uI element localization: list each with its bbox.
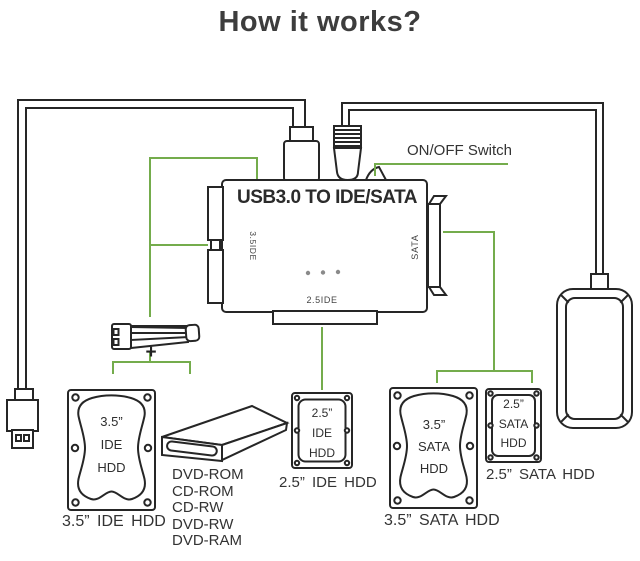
- hdd-25-ide-caption: 2.5” IDE HDD: [279, 474, 377, 491]
- optical-type-item: DVD-RW: [172, 515, 234, 533]
- connection-lines: [112, 157, 533, 390]
- hdd-25-sata-caption: 2.5” SATA HDD: [486, 466, 595, 483]
- hdd-size-text: 3.5”: [422, 417, 446, 432]
- hdd-25-ide-text: 2.5” IDE HDD: [292, 403, 352, 463]
- ide-35-port-label: 3.5IDE: [248, 231, 258, 261]
- hdd-35-sata-caption: 3.5” SATA HDD: [384, 512, 500, 529]
- ide-25-port-label: 2.5IDE: [306, 295, 338, 305]
- onoff-switch-label: ON/OFF Switch: [407, 142, 513, 159]
- hdd-35-ide-caption: 3.5” IDE HDD: [62, 513, 166, 530]
- optical-type-item: CD-RW: [172, 499, 224, 516]
- usb-b-plug-icon: [283, 126, 320, 182]
- optical-type-item: DVD-RAM: [172, 532, 242, 549]
- hdd-size-text: 2.5”: [311, 406, 333, 420]
- dvd-drive-icon: [161, 404, 290, 463]
- sata-port-icon: [427, 195, 448, 296]
- status-led-dots: [305, 269, 341, 276]
- optical-type-item: CD-ROM: [172, 482, 234, 500]
- hdd-type-text: HDD: [309, 446, 335, 460]
- ide-connection-line: [149, 157, 258, 317]
- hdd-bus-text: SATA: [498, 416, 529, 431]
- hdd-bus-text: IDE: [100, 437, 123, 452]
- hdd-type-text: HDD: [419, 461, 449, 476]
- ide-35-port-icon: [207, 186, 224, 304]
- hdd-type-text: HDD: [500, 436, 527, 450]
- hdd-35-ide-text: 3.5” IDE HDD: [68, 410, 155, 479]
- sata-connection-line: [436, 231, 533, 383]
- ide-devices-bracket: [112, 352, 191, 374]
- hdd-25-sata-text: 2.5” SATA HDD: [486, 395, 541, 454]
- molex-power-cable-icon: [111, 323, 201, 350]
- hdd-type-text: HDD: [97, 460, 126, 475]
- power-cable: [341, 102, 604, 275]
- adapter-label: USB3.0 TO IDE/SATA: [237, 187, 417, 208]
- power-adapter-icon: [556, 273, 633, 429]
- dc-power-plug-icon: [332, 125, 363, 182]
- ide-25-port-icon: [272, 310, 378, 325]
- hdd-35-sata-text: 3.5” SATA HDD: [390, 414, 478, 480]
- hdd-bus-text: IDE: [311, 426, 332, 440]
- page-title: How it works?: [218, 6, 422, 38]
- hdd-bus-text: SATA: [417, 439, 451, 454]
- optical-type-item: DVD-ROM: [172, 466, 244, 483]
- onoff-pointer-line: [374, 163, 508, 176]
- hdd-25-ide-icon: [291, 392, 353, 469]
- optical-drive-types-list: DVD-ROM CD-ROM CD-RW DVD-RW DVD-RAM: [172, 466, 244, 550]
- usb-cable: [17, 99, 306, 390]
- hdd-size-text: 3.5”: [100, 414, 123, 429]
- hdd-25-sata-icon: [485, 388, 542, 463]
- usb-a-plug-icon: [6, 388, 39, 449]
- hdd-size-text: 2.5”: [503, 397, 524, 411]
- plus-sign: +: [145, 342, 157, 363]
- sata-port-label: SATA: [410, 234, 420, 260]
